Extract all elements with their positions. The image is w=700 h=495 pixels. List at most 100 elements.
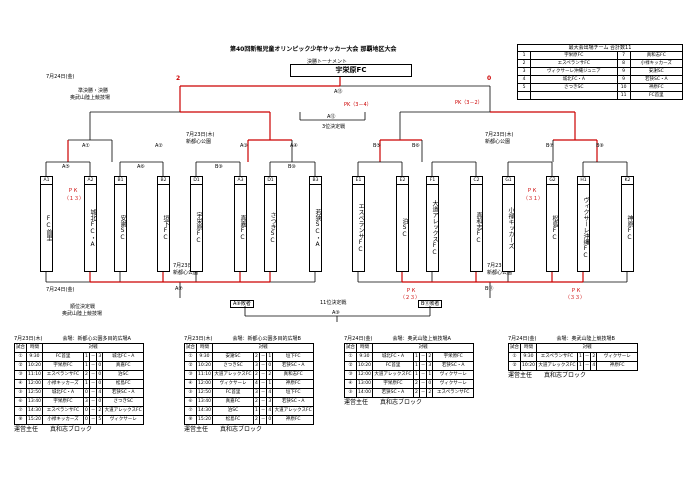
table-cell: ④ (14, 379, 27, 389)
final-score-left: 2 (176, 75, 181, 82)
schedule-footer: 運営主任 真和志ブロック (508, 372, 587, 379)
team-code: G1 (502, 176, 515, 185)
table-cell: 1 (576, 361, 584, 371)
date-3-right-venue: 新都心公園 (487, 270, 513, 276)
table-cell: 14:00 (356, 388, 373, 398)
table-cell: FC首里 (211, 388, 254, 398)
team-code: D1 (190, 176, 203, 185)
table-cell: 10:20 (196, 361, 213, 371)
schedule-date: 7月23日(木) (14, 336, 43, 342)
table-cell: 大道アレックスFC (102, 406, 145, 416)
team-name: 泊SC (396, 184, 409, 272)
date-4-venue2: 奥武山陸上競技場 (62, 311, 103, 317)
table-cell: － (258, 352, 268, 362)
third-code: A⑫ (327, 114, 336, 120)
lower-pk-b2-score: （３３） (565, 295, 586, 301)
team-name: 小禄キッカーズ (502, 184, 515, 272)
table-cell: 9:30 (26, 352, 43, 362)
rank-final: A⑨ (332, 310, 340, 316)
schedule-footer: 運営主任 真和志ブロック (14, 426, 93, 433)
team-code: C2 (470, 176, 483, 185)
schedule-venue: 会場：新都心公園多目的広場A (62, 336, 131, 342)
team-code: A2 (84, 176, 97, 185)
team-name: さつきSC (264, 184, 277, 272)
table-cell: 泊SC (102, 370, 145, 380)
table-cell: 12:00 (196, 379, 213, 389)
table-cell: － (88, 370, 98, 380)
table-cell: エスペランサFC (41, 370, 84, 380)
rank-label: 11位決定戦 (320, 300, 347, 306)
table-cell: ⑧ (184, 415, 197, 425)
match-a4: A④ (290, 143, 298, 149)
table-cell: 14:30 (196, 406, 213, 416)
team-name: 若狭SC・A (309, 184, 322, 272)
legend-cell: 宇栄原FC (530, 51, 618, 60)
date-1-venue1: 準決勝・決勝 (78, 88, 109, 94)
date-1-venue2: 奥武山陸上競技場 (70, 95, 111, 101)
table-cell: 9:30 (196, 352, 213, 362)
legend-cell: ヴィクサーレ沖縄ジュニア (530, 67, 618, 76)
table-cell: － (418, 388, 428, 398)
team-code: E2 (396, 176, 409, 185)
table-cell: さつきSC (211, 361, 254, 371)
table-cell: ② (184, 361, 197, 371)
legend-cell: 真和志FC (629, 51, 684, 60)
table-cell: ⑦ (14, 406, 27, 416)
schedule-col-header: 試合 (184, 343, 197, 353)
table-cell: － (418, 379, 428, 389)
table-cell: ヴィクサーレ (432, 379, 475, 389)
table-cell: ④ (184, 379, 197, 389)
table-cell: 2 (252, 415, 260, 425)
table-cell: － (88, 397, 98, 407)
table-cell: ③ (344, 370, 357, 380)
table-cell: 若狭SC・A (102, 388, 145, 398)
table-cell: 宇栄原FC (371, 379, 414, 389)
table-cell: ヴィクサーレ (211, 379, 254, 389)
table-cell: － (88, 361, 98, 371)
table-cell: ② (14, 361, 27, 371)
schedule-col-header: 対戦 (211, 343, 315, 353)
date-3-left-venue: 新都心公園 (173, 270, 199, 276)
page-title: 第40回新報児童オリンピック少年サッカー大会 那覇地区大会 (230, 46, 397, 53)
table-cell: 小禄キッカーズ (41, 379, 84, 389)
table-cell: ⑦ (184, 406, 197, 416)
schedule-col-header: 時間 (356, 343, 373, 353)
table-cell: ⑥ (14, 397, 27, 407)
legend-cell: 8 (616, 59, 631, 68)
lower-a: A⑦ (175, 286, 183, 292)
table-cell: ③ (184, 370, 197, 380)
team-name: 垣下FC (157, 184, 170, 272)
table-cell: 13:40 (196, 397, 213, 407)
legend-cell: 2 (517, 59, 531, 68)
date-2-left: 7月23日(木) (186, 132, 215, 138)
schedule-col-header: 試合 (508, 343, 521, 353)
date-2-right: 7月23日(木) (485, 132, 514, 138)
table-cell: 15:20 (26, 415, 43, 425)
table-cell: 神原FC (272, 415, 315, 425)
table-cell: 泊SC (211, 406, 254, 416)
schedule-col-header: 対戦 (535, 343, 639, 353)
schedule-col-header: 対戦 (41, 343, 145, 353)
legend-cell: 4 (517, 75, 531, 84)
team-code: B3 (309, 176, 322, 185)
table-cell: － (258, 361, 268, 371)
legend-cell: エスペランサFC (530, 59, 618, 68)
schedule-col-header: 試合 (344, 343, 357, 353)
winner-box: 宇栄原FC (290, 64, 412, 77)
